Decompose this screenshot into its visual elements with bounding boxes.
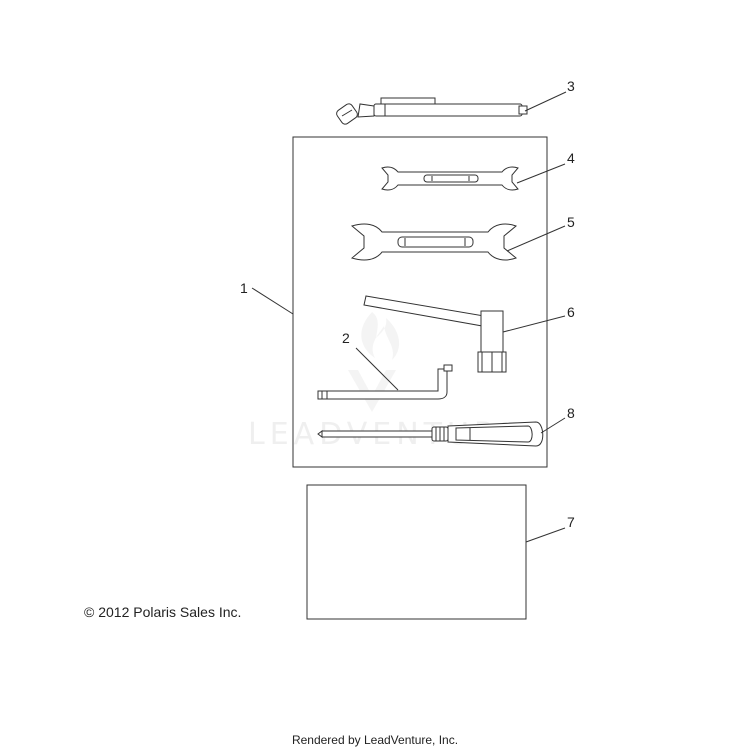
leader-line-5 (506, 225, 566, 252)
copyright-text: © 2012 Polaris Sales Inc. (84, 604, 242, 620)
leader-line-4 (516, 163, 566, 184)
small-open-end-wrench-icon[interactable] (381, 166, 519, 191)
callout-7[interactable]: 7 (567, 514, 575, 530)
screwdriver-icon[interactable] (317, 421, 544, 447)
leader-line-6 (502, 315, 566, 333)
tool-kit-panel-icon[interactable] (292, 136, 548, 468)
leader-line-2 (355, 347, 399, 391)
callout-2[interactable]: 2 (342, 330, 350, 346)
rendered-by-footer: Rendered by LeadVenture, Inc. (291, 733, 459, 747)
leader-line-1 (251, 287, 294, 315)
t-handle-socket-wrench-icon[interactable] (363, 295, 507, 373)
callout-1[interactable]: 1 (240, 280, 248, 296)
tool-pouch-icon[interactable] (306, 484, 527, 620)
leader-line-8 (540, 417, 566, 434)
leader-line-3 (524, 91, 567, 112)
tire-gauge-icon[interactable] (335, 97, 528, 126)
callout-3[interactable]: 3 (567, 78, 575, 94)
callout-8[interactable]: 8 (567, 405, 575, 421)
callout-6[interactable]: 6 (567, 304, 575, 320)
large-open-end-wrench-icon[interactable] (350, 223, 517, 261)
leader-line-7 (525, 527, 566, 543)
hex-key-icon[interactable] (317, 364, 453, 400)
callout-5[interactable]: 5 (567, 214, 575, 230)
leader-lines (251, 91, 567, 543)
callout-4[interactable]: 4 (567, 150, 575, 166)
